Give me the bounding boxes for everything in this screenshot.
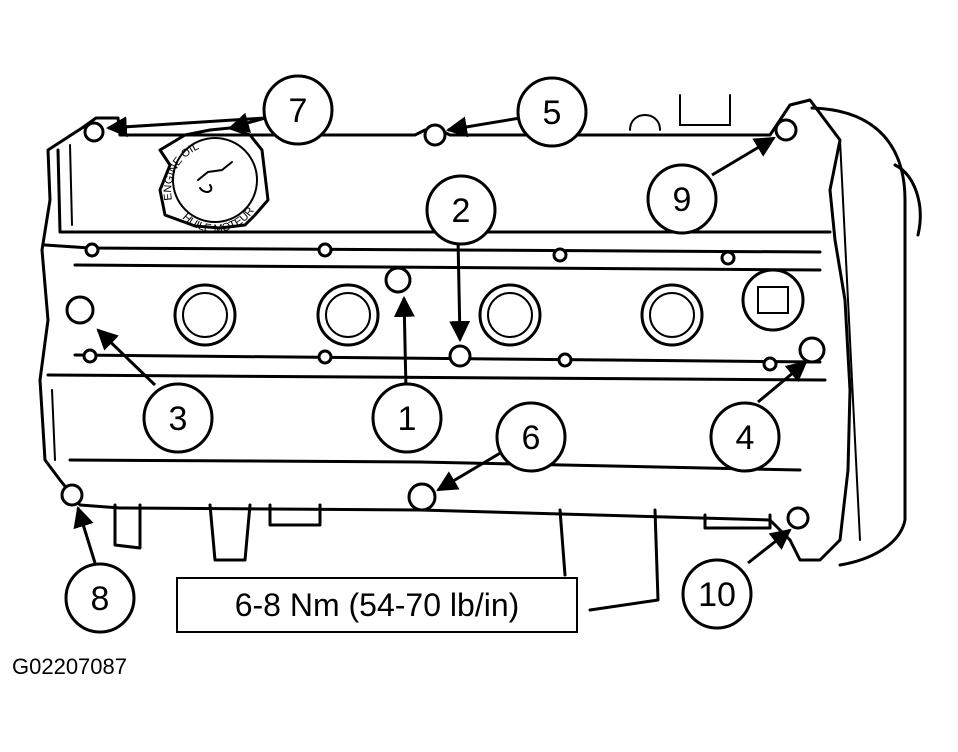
callout-1: 1 xyxy=(371,382,443,454)
callout-1-label: 1 xyxy=(398,400,417,438)
callout-9-label: 9 xyxy=(673,181,692,219)
callout-5-label: 5 xyxy=(543,94,562,132)
callout-7-label: 7 xyxy=(289,92,308,130)
oil-filler-cap: ENGINE OIL HUILE MOTEUR xyxy=(158,126,270,235)
callout-10-label: 10 xyxy=(698,576,736,614)
callout-3-label: 3 xyxy=(169,400,188,438)
callout-2: 2 xyxy=(425,174,497,246)
callout-10: 10 xyxy=(681,558,753,630)
callout-4: 4 xyxy=(709,401,781,473)
cover-bolts xyxy=(60,118,826,530)
figure-id: G02207087 xyxy=(12,654,127,679)
callout-8: 8 xyxy=(64,562,136,634)
callout-7: 7 xyxy=(262,74,334,146)
rail-bolts xyxy=(82,242,778,372)
timing-cover xyxy=(810,106,922,567)
callout-4-label: 4 xyxy=(736,419,755,457)
callout-6-label: 6 xyxy=(522,419,541,457)
callout-5: 5 xyxy=(516,76,588,148)
callout-2-label: 2 xyxy=(452,192,471,230)
spark-plug-wells xyxy=(173,268,805,347)
callout-9: 9 xyxy=(646,163,718,235)
callout-3: 3 xyxy=(142,382,214,454)
torque-spec-box: 6-8 Nm (54-70 lb/in) xyxy=(176,577,578,633)
lower-components xyxy=(113,94,772,612)
callout-6: 6 xyxy=(495,401,567,473)
callout-8-label: 8 xyxy=(91,580,110,618)
valve-cover-outline xyxy=(38,98,852,562)
torque-spec-text: 6-8 Nm (54-70 lb/in) xyxy=(234,586,520,623)
leader-arrows xyxy=(73,112,808,565)
